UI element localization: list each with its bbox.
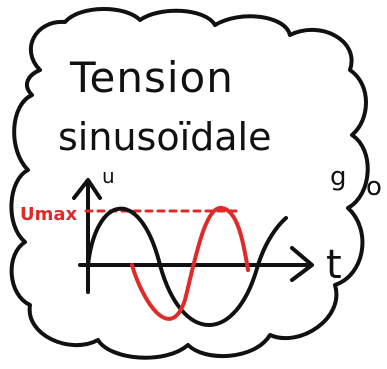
- x-axis-arrowhead: [290, 246, 314, 282]
- x-axis-label: t: [326, 242, 342, 288]
- black-sine-curve: [86, 206, 288, 327]
- cloud-outline: [9, 7, 370, 360]
- title-line-1: Tension: [69, 53, 234, 102]
- umax-label: Umax: [20, 204, 78, 225]
- y-axis-label: u: [102, 164, 115, 188]
- title-line-2: sinusoïdale: [58, 115, 271, 159]
- red-sine-curve: [130, 206, 250, 321]
- margin-mark-g: g: [330, 162, 347, 192]
- y-axis-arrowhead: [72, 178, 102, 200]
- margin-mark-o: o: [366, 172, 382, 202]
